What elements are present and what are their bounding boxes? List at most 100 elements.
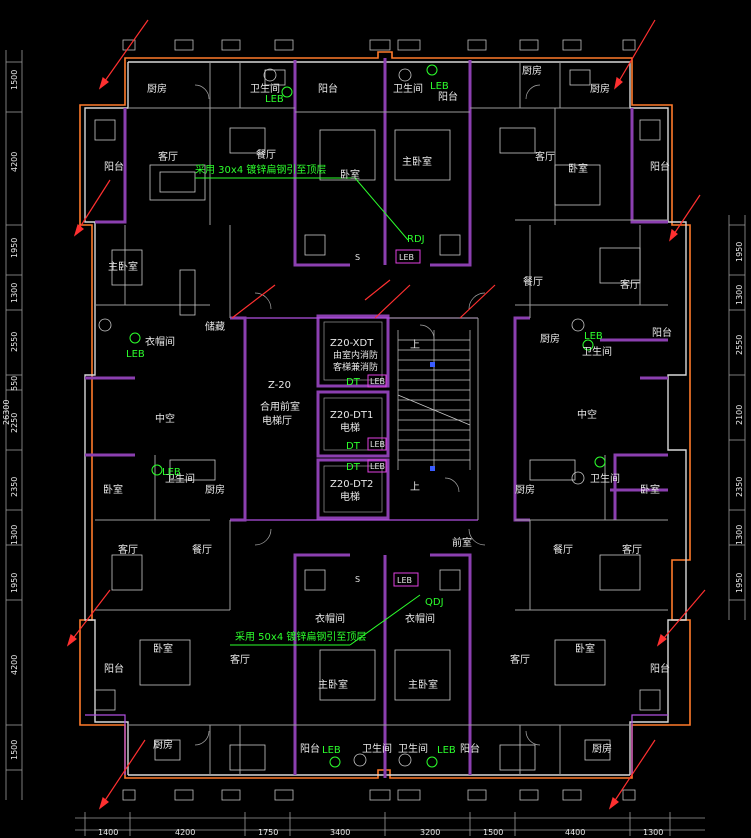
dim-left-7: 2250 xyxy=(10,413,19,433)
room-label: 厨房 xyxy=(522,64,542,77)
dim-bottom-5: 3200 xyxy=(420,828,440,837)
annotation-lines xyxy=(129,64,606,768)
equipment-tags: LEB LEB LEB LEB LEB LEB LEB DT DT DT RDJ… xyxy=(126,81,603,756)
box-label: S xyxy=(355,575,360,584)
dim-right-5: 2350 xyxy=(735,477,744,497)
room-label: 客厅 xyxy=(622,543,642,556)
room-label: 卫生间 xyxy=(165,472,195,485)
shaft-code: Z20-DT2 xyxy=(330,479,373,490)
shaft-label: 电梯 xyxy=(340,421,360,434)
right-dimensions: 1950 1300 2550 2100 2350 1300 1950 xyxy=(735,242,744,593)
dim-left-9: 1300 xyxy=(10,525,19,545)
elevator-shafts xyxy=(323,321,383,513)
room-label: 主卧室 xyxy=(318,678,348,691)
room-label: 客厅 xyxy=(620,278,640,291)
leb-tag: LEB xyxy=(437,745,456,756)
dim-left-8: 2350 xyxy=(10,477,19,497)
room-label: 餐厅 xyxy=(256,148,276,161)
room-label: 餐厅 xyxy=(523,275,543,288)
room-label: 卫生间 xyxy=(250,82,280,95)
box-label: S xyxy=(355,253,360,262)
leb-tag: LEB xyxy=(584,331,603,342)
room-label: 卧室 xyxy=(568,162,588,175)
dim-left-6: 550 xyxy=(10,376,19,391)
room-label: 客厅 xyxy=(230,653,250,666)
room-label: 卧室 xyxy=(340,168,360,181)
room-label: 客厅 xyxy=(510,653,530,666)
dim-left-3: 1950 xyxy=(10,238,19,258)
shaft-code: Z20-DT1 xyxy=(330,410,373,421)
room-label: 前室 xyxy=(452,536,472,549)
shaft-label: 由室内消防 xyxy=(333,349,378,361)
room-label: 餐厅 xyxy=(553,543,573,556)
room-label: 阳台 xyxy=(460,742,480,755)
dim-left-5: 2550 xyxy=(10,332,19,352)
room-label: 餐厅 xyxy=(192,543,212,556)
stair-marker xyxy=(430,362,435,367)
room-label: 主卧室 xyxy=(408,678,438,691)
room-label: 客厅 xyxy=(535,150,555,163)
room-label: 中空 xyxy=(577,408,597,421)
box-label: LEB xyxy=(399,253,414,262)
top-grid-marks xyxy=(122,39,636,801)
room-label: 阳台 xyxy=(104,662,124,675)
exterior-walls xyxy=(84,61,687,776)
dim-right-3: 2550 xyxy=(735,335,744,355)
dim-left-4: 1300 xyxy=(10,283,19,303)
room-label: 卫生间 xyxy=(582,345,612,358)
dim-bottom-4: 3400 xyxy=(330,828,350,837)
leb-tag: LEB xyxy=(322,745,341,756)
room-label: 中空 xyxy=(155,412,175,425)
room-label: 卫生间 xyxy=(590,472,620,485)
room-label: 客厅 xyxy=(158,150,178,163)
room-label: 厨房 xyxy=(592,742,612,755)
dt-tag: DT xyxy=(346,377,361,388)
room-label: 卧室 xyxy=(575,642,595,655)
door-swings xyxy=(194,84,541,746)
rdj-tag: RDJ xyxy=(407,234,425,245)
leb-tag: LEB xyxy=(430,81,449,92)
room-label: 衣帽间 xyxy=(315,612,345,625)
room-label: 储藏 xyxy=(205,320,225,333)
box-label: LEB xyxy=(370,440,385,449)
dim-right-7: 1950 xyxy=(735,573,744,593)
dimension-lines xyxy=(5,50,746,836)
dim-bottom-3: 1750 xyxy=(258,828,278,837)
dim-left-total: 26300 xyxy=(2,400,11,425)
stair-marker xyxy=(430,466,435,471)
lobby-label: 合用前室 xyxy=(260,400,300,413)
room-label: 衣帽间 xyxy=(405,612,435,625)
room-label: 卧室 xyxy=(153,642,173,655)
dt-tag: DT xyxy=(346,462,361,473)
dim-right-2: 1300 xyxy=(735,285,744,305)
shaft-label: 电梯 xyxy=(340,490,360,503)
room-label: 卧室 xyxy=(640,483,660,496)
room-label: 阳台 xyxy=(300,742,320,755)
stair-up-label: 上 xyxy=(410,481,420,493)
room-label: 主卧室 xyxy=(402,155,432,168)
room-label: 阳台 xyxy=(650,160,670,173)
shaft-code: Z20-XDT xyxy=(330,338,374,349)
dim-right-4: 2100 xyxy=(735,405,744,425)
room-label: 客厅 xyxy=(118,543,138,556)
dim-left-12: 1500 xyxy=(10,740,19,760)
leb-tag: LEB xyxy=(126,349,145,360)
room-label: 主卧室 xyxy=(108,260,138,273)
dim-right-1: 1950 xyxy=(735,242,744,262)
room-label: 厨房 xyxy=(515,483,535,496)
leb-tag: LEB xyxy=(265,94,284,105)
room-label: 厨房 xyxy=(590,82,610,95)
dim-right-6: 1300 xyxy=(735,525,744,545)
room-label: 阳台 xyxy=(650,662,670,675)
room-label: 卧室 xyxy=(103,483,123,496)
room-label: 厨房 xyxy=(540,332,560,345)
lobby-code: Z-20 xyxy=(268,380,291,391)
dim-bottom-1: 1400 xyxy=(98,828,118,837)
dim-left-10: 1950 xyxy=(10,573,19,593)
lightning-arrows xyxy=(66,19,706,810)
box-label: LEB xyxy=(370,462,385,471)
room-label: 阳台 xyxy=(318,82,338,95)
bottom-dimensions: 1400 4200 1750 3400 3200 1500 4400 1300 xyxy=(98,828,663,837)
stair-up-label: 上 xyxy=(410,339,420,351)
